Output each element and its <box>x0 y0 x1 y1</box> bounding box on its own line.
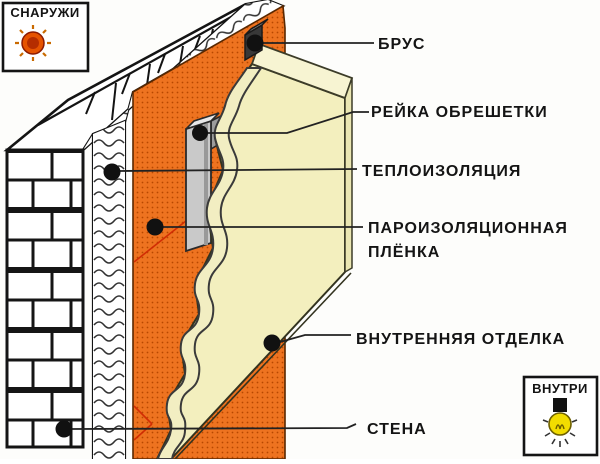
label-interior-finish: ВНУТРЕННЯЯ ОТДЕЛКА <box>356 331 565 348</box>
sun-icon <box>15 25 51 61</box>
leader-lines <box>71 42 374 430</box>
outside-badge: СНАРУЖИ <box>1 1 90 73</box>
callout-dots <box>55 34 281 438</box>
leader-insulation <box>118 168 358 172</box>
light-bulb-icon <box>542 398 578 447</box>
label-wall: СТЕНА <box>367 421 427 438</box>
panel-side-face <box>344 77 353 274</box>
leader-wall <box>71 423 357 430</box>
callout-dot-vapor-film <box>146 218 164 236</box>
label-beam: БРУС <box>378 36 425 53</box>
callout-dot-beam <box>246 34 264 52</box>
inside-badge-label: ВНУТРИ <box>532 381 588 396</box>
callout-dot-interior-finish <box>263 334 281 352</box>
inside-badge: ВНУТРИ <box>522 375 599 457</box>
timber-beam <box>244 18 269 62</box>
label-insulation: ТЕПЛОИЗОЛЯЦИЯ <box>362 163 521 180</box>
callout-dot-insulation <box>103 163 121 181</box>
label-vapor-film-line2: ПЛЁНКА <box>368 243 440 261</box>
brick-wall-layer <box>5 148 85 449</box>
outside-badge-label: СНАРУЖИ <box>10 5 79 20</box>
label-lathing-rail: РЕЙКА ОБРЕШЕТКИ <box>371 102 548 121</box>
leader-interior-finish <box>279 334 351 343</box>
callout-dot-lathing-rail <box>192 125 208 141</box>
leader-lathing-rail <box>207 111 369 134</box>
callout-dot-wall <box>55 420 73 438</box>
label-vapor-film-line1: ПАРОИЗОЛЯЦИОННАЯ <box>368 220 568 237</box>
